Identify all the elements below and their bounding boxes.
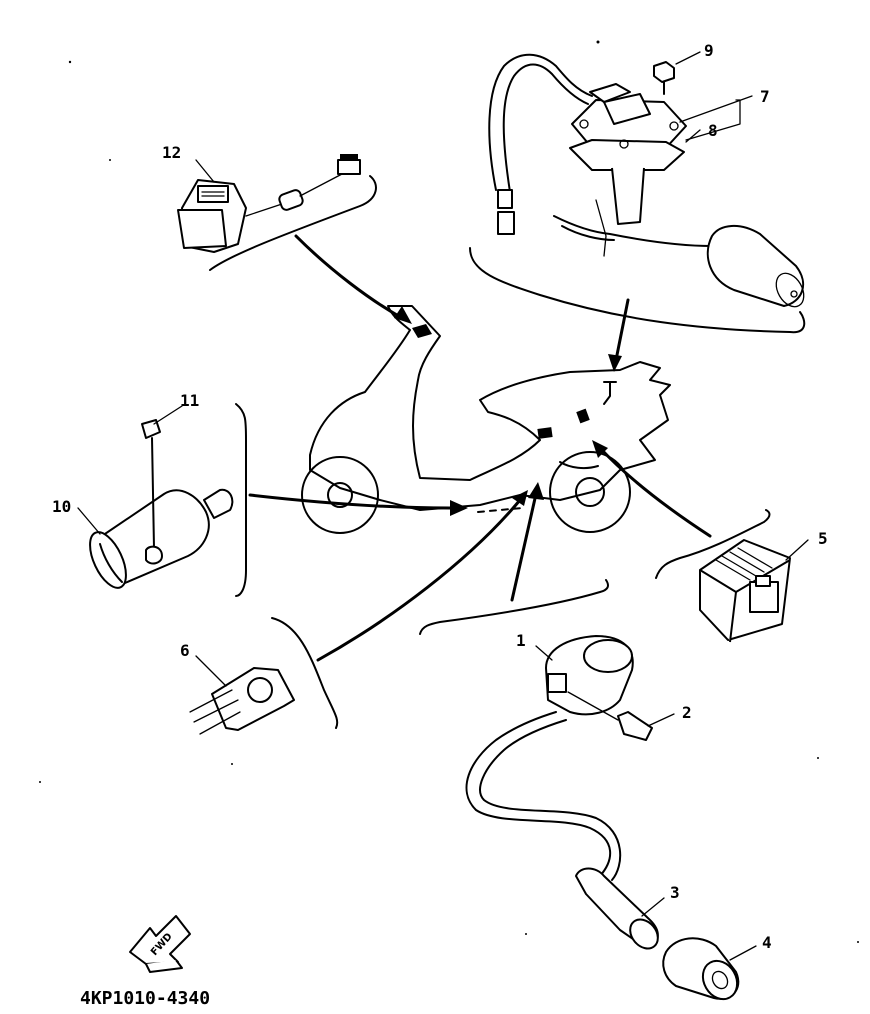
callout-11: 11 [180, 391, 199, 410]
callout-7: 7 [760, 87, 770, 106]
callout-10: 10 [52, 497, 71, 516]
callout-leaders [77, 51, 809, 961]
callout-2: 2 [682, 703, 692, 722]
callout-12: 12 [162, 143, 181, 162]
part-1-4-ignition-coil [465, 635, 740, 1001]
leader-lines [248, 234, 712, 662]
part-5-control-unit [699, 539, 791, 643]
scooter-silhouette [301, 305, 671, 534]
part-12-relay [177, 154, 361, 253]
callout-6: 6 [180, 641, 190, 660]
fwd-arrow-icon: FWD [129, 915, 191, 973]
part-7-8-9-fuel-sender [488, 53, 805, 308]
part-6-clip [189, 667, 295, 735]
callout-3: 3 [670, 883, 680, 902]
drawing-code: 4KP1010-4340 [80, 988, 210, 1009]
callout-9: 9 [704, 41, 714, 60]
callout-8: 8 [708, 121, 718, 140]
callout-numbers: 1 2 3 4 5 6 7 8 9 10 11 12 [52, 41, 828, 952]
scan-specks [39, 40, 859, 943]
callout-5: 5 [818, 529, 828, 548]
part-10-11-sensor [89, 419, 234, 589]
group-brackets [209, 175, 806, 729]
callout-1: 1 [516, 631, 526, 650]
callout-4: 4 [762, 933, 772, 952]
